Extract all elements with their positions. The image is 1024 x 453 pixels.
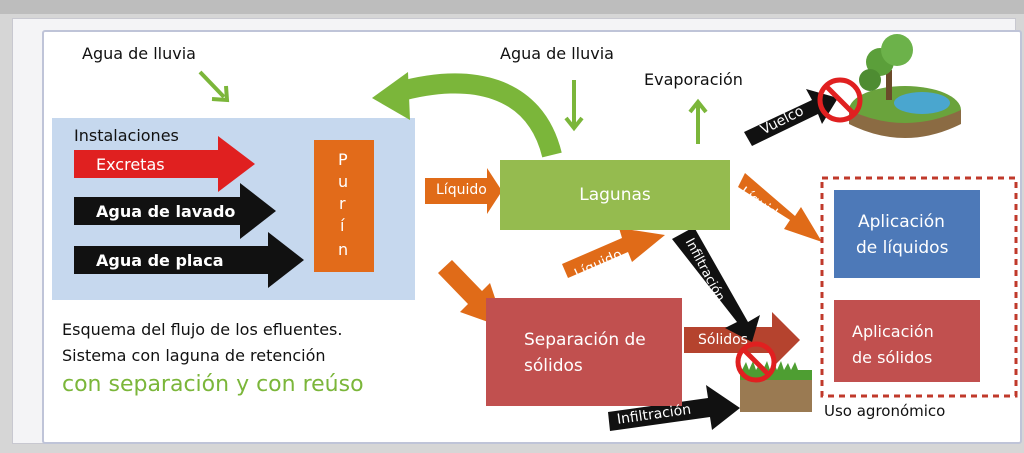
flow-spill [744,89,838,146]
purin-letter: u [338,172,349,191]
soil-icon [740,361,812,412]
prohibited-icon-soil [735,341,777,383]
excretas-label: Excretas [96,155,165,174]
wash-water-arrow [74,183,276,239]
agronomic-use-label: Uso agronómico [824,402,946,420]
flow-liquid-to-application [738,173,822,242]
wash-water-label: Agua de lavado [96,202,236,221]
flow-solids [684,312,800,368]
apply-solids-label-1: Aplicación [852,322,934,341]
caption-line-1: Esquema del flujo de los efluentes. [62,320,343,339]
top-bar [0,0,1024,14]
recirculation-arrow [395,73,562,158]
agronomic-area [820,176,1018,398]
rain-label-center: Agua de lluvia [500,44,614,63]
purin-letter: n [338,240,349,259]
separation-label-1: Separación de [524,330,646,350]
flow-infiltration-separation [608,385,740,431]
apply-liquids-box [834,190,980,278]
flow-label-solids: Sólidos [698,332,748,348]
lagoons-label: Lagunas [579,185,651,205]
caption-line-3: con separación y con reúso [62,372,364,397]
evaporation-label: Evaporación [644,70,743,89]
facilities-title: Instalaciones [74,126,179,145]
purin-letter: í [340,216,345,235]
island-icon [849,34,961,138]
separation-label-2: sólidos [524,356,583,376]
evaporation-arrow [688,98,708,144]
flow-liquid-sep-to-lagoons [562,228,665,278]
excretas-arrow [74,136,255,192]
plate-water-arrow [74,232,304,288]
rain-arrow-center [564,80,584,132]
rain-arrow-left [198,70,230,103]
prohibited-icon [817,77,863,123]
caption-line-2: Sistema con laguna de retención [62,346,326,365]
rain-label-left: Agua de lluvia [82,44,196,63]
apply-solids-box [834,300,980,382]
apply-liquids-label-2: de líquidos [856,238,949,258]
purin-letter: r [339,194,346,213]
purin-box [314,140,374,272]
flow-label-liquid-lagoons: Líquido [436,182,487,198]
lagoons-box: Lagunas [500,160,730,230]
flow-liquid-to-lagoons [425,168,502,214]
purin-letter: P [338,150,348,169]
separation-box [486,298,682,406]
plate-water-label: Agua de placa [96,251,224,270]
apply-liquids-label-1: Aplicación [858,212,945,232]
flow-infiltration-lagoons [672,227,760,342]
apply-solids-label-2: de sólidos [852,348,933,367]
